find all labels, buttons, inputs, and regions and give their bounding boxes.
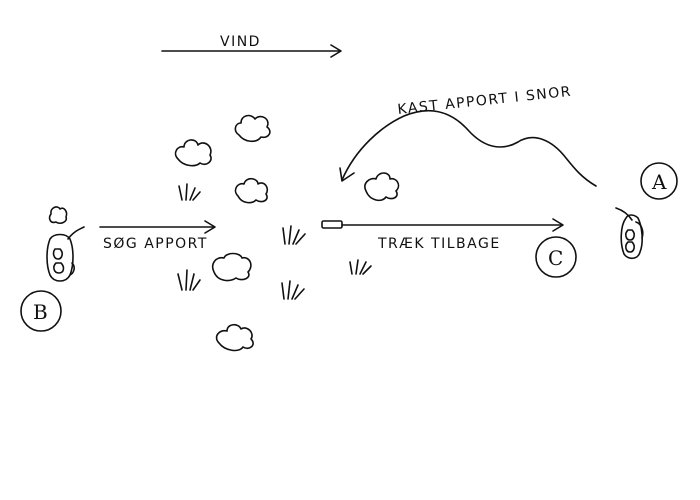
grass-icon (349, 259, 372, 275)
grass-icon (282, 225, 306, 245)
bush-icon (234, 177, 269, 204)
dog-icon (46, 226, 85, 282)
position-b-circle (20, 290, 62, 332)
position-c-label: C (548, 246, 563, 270)
bush-icon (215, 323, 254, 352)
handler-dog-icon (615, 207, 644, 260)
throw-arrow (339, 109, 597, 187)
handler-icon (48, 206, 68, 224)
grass-icon (281, 280, 305, 300)
position-a-circle (640, 162, 678, 200)
pull-back-label: TRÆK TILBAGE (377, 236, 501, 252)
bush-icon (174, 139, 212, 167)
wind-label: VIND (220, 34, 261, 50)
wind-arrow (161, 44, 342, 58)
throw-label: KAST APPORT I SNOR (397, 84, 573, 118)
bush-icon (364, 172, 400, 202)
position-c-circle (535, 236, 577, 278)
pull-back-arrow (341, 218, 564, 232)
position-a-label: A (651, 170, 667, 194)
bush-icon (234, 114, 271, 143)
position-b-label: B (33, 300, 48, 324)
dummy-icon (321, 220, 343, 229)
grass-icon (177, 269, 201, 291)
grass-icon (178, 183, 201, 201)
bush-icon (211, 252, 252, 282)
search-arrow (99, 220, 216, 234)
search-label: SØG APPORT (103, 236, 208, 252)
